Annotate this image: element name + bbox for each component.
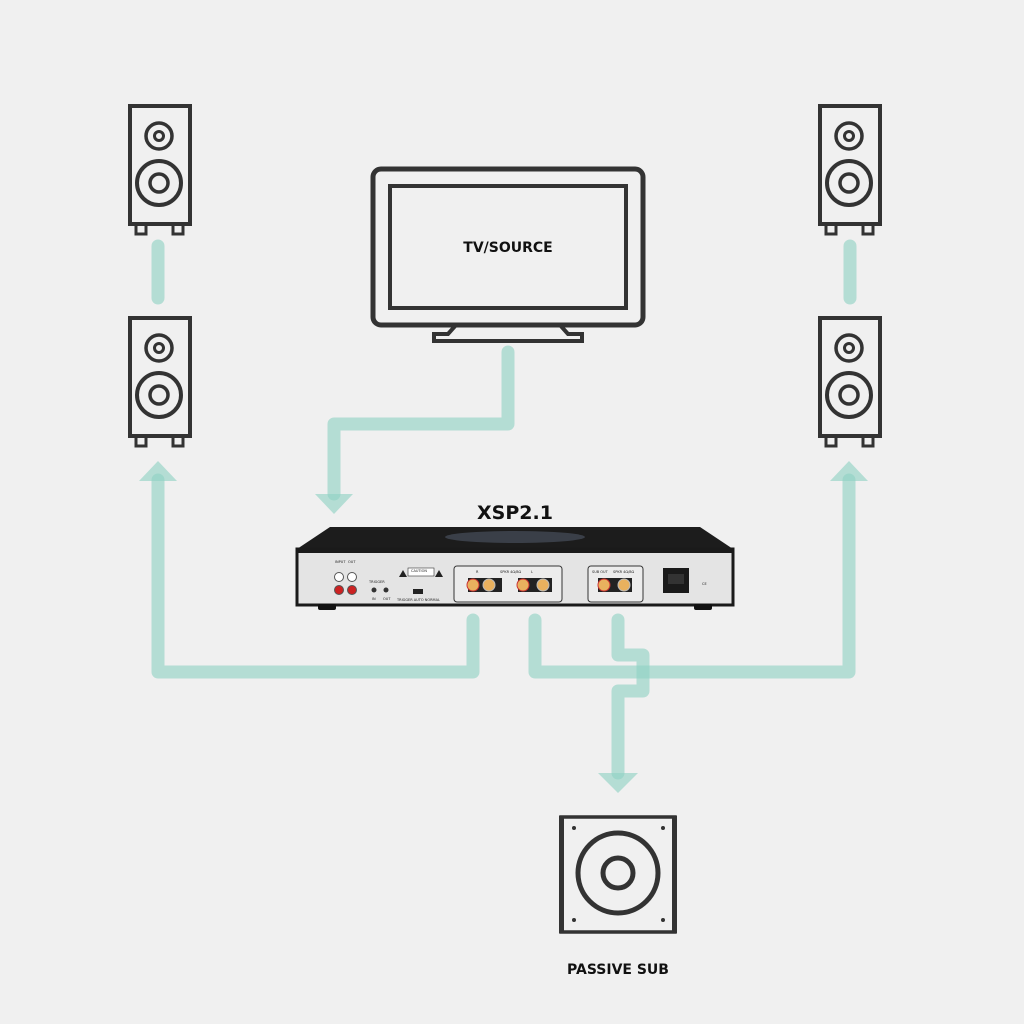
amp-to-sub-wire [611,613,650,780]
trigger-out-label: OUT [383,597,391,601]
right-speaker-arrow-icon [830,461,868,481]
wires [139,239,868,793]
xsp21-amplifier: XSP2.1 INPUT OUT TRIGGER IN OUT CAUTION … [295,502,735,610]
right-rear-speaker-icon [818,316,882,448]
tv-label: TV/SOURCE [463,240,552,256]
right-channel-label: R [476,570,479,574]
input-label: INPUT [335,560,346,564]
sub-spkr-label: SPKR 4Ω/8Ω [613,570,634,574]
left-front-speaker-icon [128,104,192,236]
tv-to-amp-arrow-icon [315,494,353,514]
left-channel-label: L [531,570,533,574]
left-rear-speaker-icon [128,316,192,448]
out-label: OUT [348,560,356,564]
caution-label: CAUTION [411,569,427,573]
trigger-label: TRIGGER [368,580,385,584]
mode-switch-label: TRIGGER AUTO NORMAL [396,598,440,602]
speaker-out-label: SPKR 4Ω/8Ω [500,570,521,574]
trigger-in-label: IN [372,597,376,601]
passive-sub-icon: PASSIVE SUB [559,815,677,978]
ce-mark: CE [702,582,707,586]
sub-out-label: SUB OUT [592,570,609,574]
left-speaker-arrow-icon [139,461,177,481]
amplifier-label: XSP2.1 [477,502,553,524]
passive-sub-label: PASSIVE SUB [567,962,669,978]
tv-to-amp-wire [327,345,515,501]
sub-arrow-icon [598,773,638,793]
amp-to-left-speakers-wire [151,473,480,679]
right-front-speaker-icon [818,104,882,236]
tv-icon: TV/SOURCE [370,166,646,343]
amp-to-right-speakers-wire [528,473,856,679]
